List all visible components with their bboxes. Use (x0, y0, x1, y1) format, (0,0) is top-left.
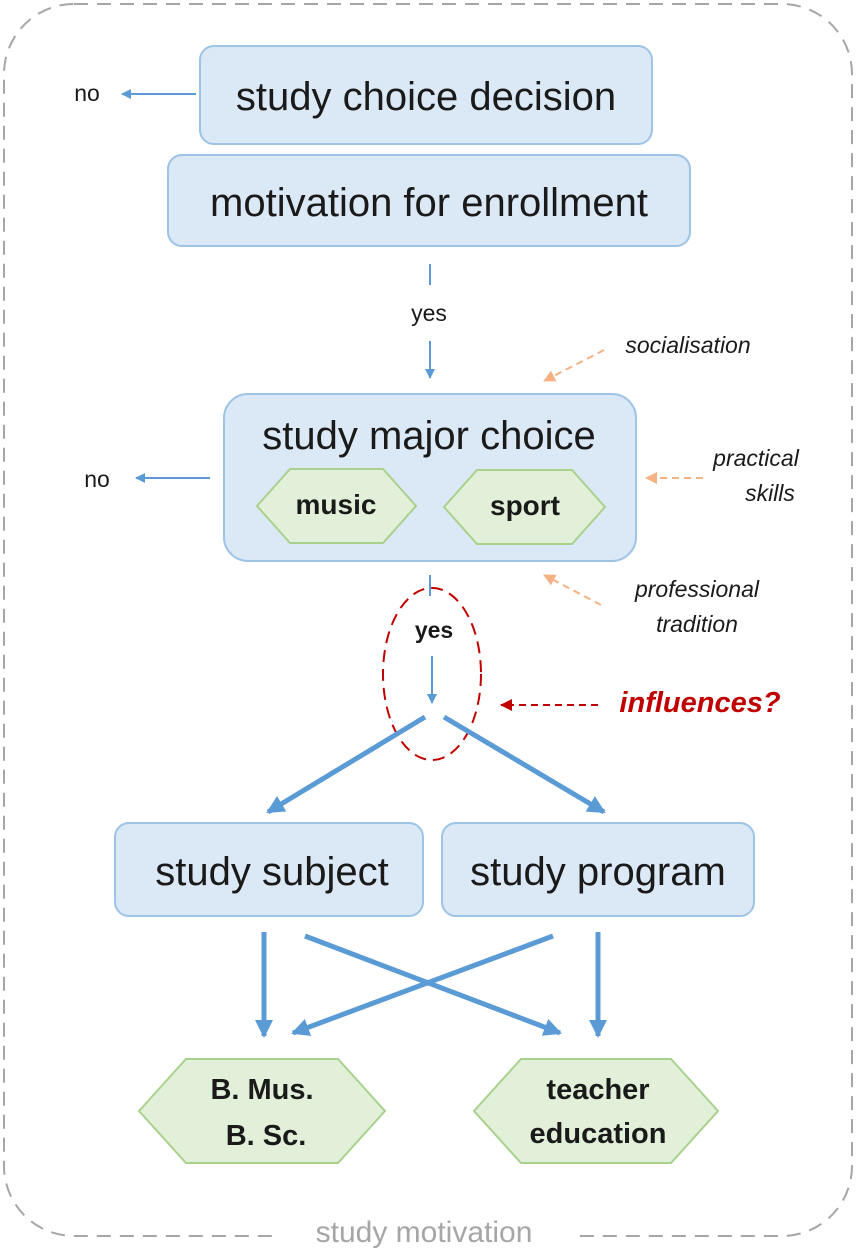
socialisation-arrow (543, 349, 605, 382)
branch-arrow-to-study-subject (266, 714, 427, 815)
study-program-box (441, 822, 755, 917)
study-choice-decision-box (199, 45, 653, 145)
professional-tradition-arrow (543, 574, 602, 606)
teacher-education-label-line1: teacher (546, 1074, 649, 1106)
motivation-for-enrollment-box (167, 154, 691, 247)
socialisation-label: socialisation (625, 332, 750, 358)
teacher-education-label-line2: education (530, 1118, 667, 1150)
frame-label-background (278, 1212, 578, 1252)
bmus-bsc-hexagon (137, 1058, 387, 1164)
music-label: music (296, 489, 377, 520)
frame-label: study motivation (316, 1216, 533, 1249)
sport-hexagon (442, 469, 607, 545)
sport-label: sport (490, 490, 560, 521)
professional-tradition-label-line1: professional (634, 576, 760, 602)
study-choice-decision-label: study choice decision (236, 75, 616, 119)
no-label-top: no (74, 80, 100, 106)
music-hexagon (255, 468, 418, 544)
influences-question-label: influences? (619, 687, 780, 719)
branch-arrow-to-study-program (442, 714, 606, 815)
yes-label-first: yes (411, 300, 447, 326)
motivation-for-enrollment-label: motivation for enrollment (210, 181, 648, 225)
arrow-program-to-bmus (291, 933, 554, 1036)
study-subject-box (114, 822, 424, 917)
bmus-label-line2: B. Sc. (226, 1120, 307, 1152)
practical-skills-label-line2: skills (745, 480, 795, 506)
professional-tradition-label-line2: tradition (656, 611, 738, 637)
practical-skills-label-line1: practical (712, 445, 800, 471)
study-major-choice-label: study major choice (262, 414, 595, 458)
teacher-education-hexagon (472, 1058, 720, 1164)
yes-label-second: yes (415, 617, 453, 643)
no-label-middle: no (84, 466, 110, 492)
influences-question-ellipse (382, 587, 482, 761)
arrow-subject-to-teacher (304, 933, 562, 1036)
study-subject-label: study subject (155, 850, 388, 894)
bmus-label-line1: B. Mus. (210, 1074, 313, 1106)
study-program-label: study program (470, 850, 726, 894)
